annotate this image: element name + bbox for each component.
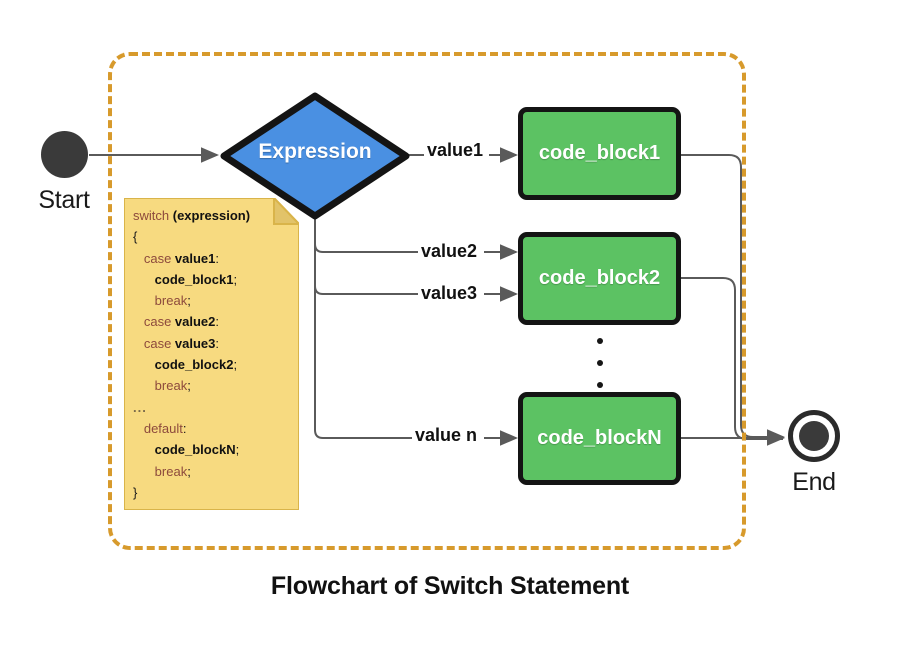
start-node[interactable] bbox=[41, 131, 88, 178]
code-token: ... bbox=[133, 399, 147, 415]
code-line: case value1: bbox=[133, 248, 301, 269]
diagram-caption: Flowchart of Switch Statement bbox=[270, 572, 630, 600]
code-token bbox=[133, 378, 155, 393]
code-token: case bbox=[143, 335, 175, 351]
code-line: break; bbox=[133, 461, 301, 482]
code-token: { bbox=[133, 229, 138, 245]
code-line: code_block2; bbox=[133, 354, 301, 375]
code-token: (expression) bbox=[172, 208, 251, 223]
code-token bbox=[133, 272, 155, 287]
end-label: End bbox=[792, 468, 836, 496]
code-line: } bbox=[133, 482, 301, 503]
code-token: value1 bbox=[174, 250, 216, 266]
edge-label-value3: value3 bbox=[418, 283, 481, 303]
edge-label-value1: value1 bbox=[424, 140, 487, 160]
code-token: break bbox=[154, 378, 188, 394]
code-token bbox=[133, 357, 155, 372]
code-token: ; bbox=[187, 463, 191, 479]
end-node[interactable] bbox=[788, 410, 840, 462]
expression-label: Expression bbox=[258, 140, 372, 163]
code-token: default bbox=[143, 420, 183, 436]
code-token: case bbox=[143, 250, 175, 266]
process-node-code-block1[interactable]: code_block1 bbox=[518, 107, 681, 200]
end-node-inner-dot bbox=[799, 421, 829, 451]
code-token bbox=[133, 421, 144, 436]
code-token: switch bbox=[133, 208, 173, 223]
note-shape bbox=[124, 198, 299, 510]
code-token: code_blockN bbox=[154, 442, 236, 458]
code-line: ... bbox=[133, 397, 301, 418]
code-token: break bbox=[154, 293, 188, 309]
code-token bbox=[133, 464, 155, 479]
edge-block1-to-end bbox=[681, 154, 785, 445]
code-token: break bbox=[154, 463, 188, 479]
code-token: value2 bbox=[174, 314, 216, 330]
code-token: : bbox=[182, 420, 187, 436]
code-token: value3 bbox=[174, 335, 216, 351]
code-token: : bbox=[215, 314, 220, 330]
code-token bbox=[133, 442, 155, 457]
edge-expression-trunk-valuen bbox=[314, 216, 412, 439]
code-token bbox=[133, 293, 155, 308]
process-node-code-blockn[interactable]: code_blockN bbox=[518, 392, 681, 485]
code-token bbox=[133, 251, 144, 266]
code-line: switch (expression) bbox=[133, 205, 301, 226]
code-line: { bbox=[133, 226, 301, 247]
code-token: ; bbox=[235, 442, 240, 458]
code-token: : bbox=[215, 335, 220, 351]
code-token: ; bbox=[187, 378, 191, 394]
code-token bbox=[133, 314, 144, 329]
code-token: ; bbox=[233, 357, 238, 373]
code-line: break; bbox=[133, 375, 301, 396]
start-label: Start bbox=[38, 186, 90, 214]
switch-scope-region bbox=[108, 52, 746, 550]
code-token: ; bbox=[187, 293, 191, 309]
code-line: case value3: bbox=[133, 333, 301, 354]
vertical-ellipsis-icon bbox=[592, 338, 608, 388]
code-token: code_block2 bbox=[154, 357, 234, 373]
code-token bbox=[133, 336, 144, 351]
code-token: } bbox=[133, 484, 138, 500]
process-node-code-block2[interactable]: code_block2 bbox=[518, 232, 681, 325]
code-line: break; bbox=[133, 290, 301, 311]
code-token: ; bbox=[233, 271, 238, 287]
code-line: default: bbox=[133, 418, 301, 439]
code-token: code_block1 bbox=[154, 271, 234, 287]
code-line: case value2: bbox=[133, 311, 301, 332]
code-line: code_block1; bbox=[133, 269, 301, 290]
code-token: case bbox=[143, 314, 175, 330]
code-snippet-note: switch (expression) { case value1: code_b… bbox=[124, 198, 299, 510]
code-line: code_blockN; bbox=[133, 439, 301, 460]
edge-label-value2: value2 bbox=[418, 241, 481, 261]
code-snippet-text: switch (expression) { case value1: code_b… bbox=[133, 205, 301, 503]
edge-label-value-n: value n bbox=[412, 425, 481, 445]
code-token: : bbox=[215, 250, 220, 266]
expression-diamond-shape[interactable] bbox=[220, 92, 410, 220]
